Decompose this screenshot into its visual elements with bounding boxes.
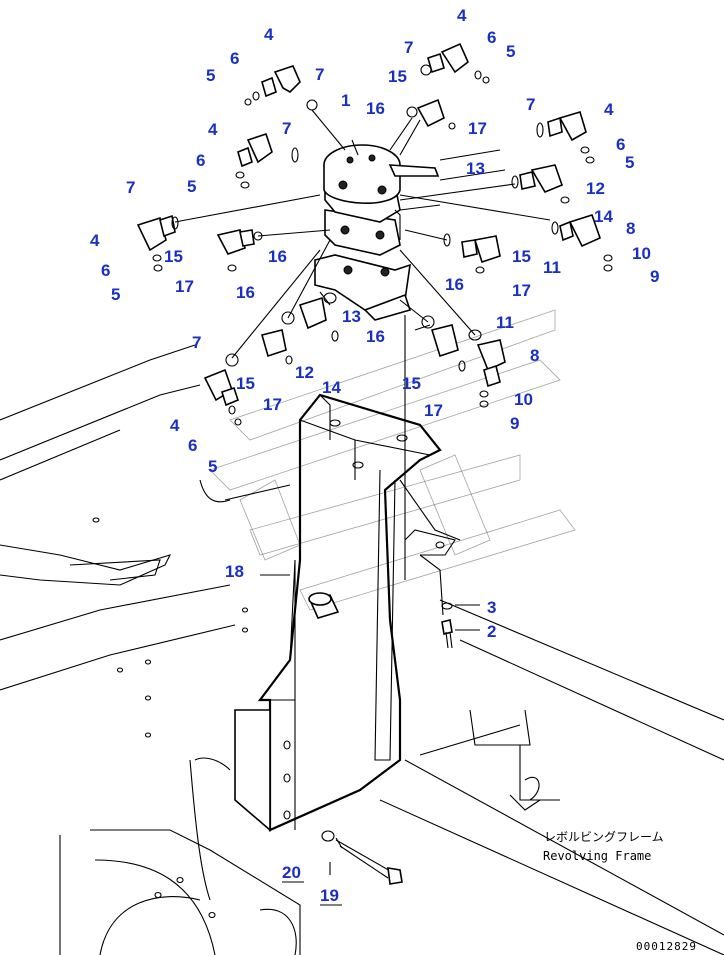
callout-15-e: 15 <box>402 374 421 393</box>
callout-20: 20 <box>282 863 301 882</box>
callout-17-e: 17 <box>424 401 443 420</box>
callout-4-a: 4 <box>264 25 274 44</box>
callout-5-d: 5 <box>625 153 634 172</box>
swivel-joint-part-1 <box>314 144 440 321</box>
callout-16-d: 16 <box>236 283 255 302</box>
callout-3: 3 <box>487 598 496 617</box>
background-watermark <box>209 309 576 611</box>
bracket-boss <box>308 592 340 619</box>
callout-5-e: 5 <box>111 285 120 304</box>
callout-12-b: 12 <box>295 363 314 382</box>
callout-6-a: 6 <box>230 49 239 68</box>
callout-16-b: 16 <box>268 247 287 266</box>
seals <box>152 64 613 426</box>
drawing-code: 00012829 <box>636 940 697 953</box>
callout-18: 18 <box>225 562 244 581</box>
callout-7-e: 7 <box>126 178 135 197</box>
callout-6-f: 6 <box>188 436 197 455</box>
callout-4-d: 4 <box>604 100 614 119</box>
callout-4-f: 4 <box>170 416 180 435</box>
callouts: 1 2 3 4 4 4 4 4 4 5 5 5 5 5 5 6 6 6 6 6 … <box>90 6 659 906</box>
frame-holes <box>92 517 249 919</box>
callout-7-a: 7 <box>315 65 324 84</box>
callout-17-d: 17 <box>263 395 282 414</box>
frame-label-english: Revolving Frame <box>543 849 651 863</box>
callout-2: 2 <box>487 622 496 641</box>
callout-11-b: 11 <box>496 313 514 332</box>
callout-19: 19 <box>320 886 339 905</box>
callout-17-b: 17 <box>175 277 194 296</box>
callout-4-b: 4 <box>457 6 467 25</box>
frame-label-japanese: レボルビングフレーム <box>544 830 664 844</box>
revolving-frame-outline <box>0 344 724 955</box>
callout-16-c: 16 <box>445 275 464 294</box>
bracket-part-18 <box>234 393 461 832</box>
leader-lines <box>174 109 551 875</box>
callout-6-b: 6 <box>487 28 496 47</box>
callout-15-c: 15 <box>512 247 531 266</box>
callout-11-a: 11 <box>543 258 561 277</box>
callout-10-b: 10 <box>514 390 533 409</box>
callout-13-b: 13 <box>342 307 361 326</box>
callout-14-a: 14 <box>594 207 613 226</box>
callout-8-a: 8 <box>626 219 635 238</box>
callout-7-c: 7 <box>282 119 291 138</box>
callout-8-b: 8 <box>530 346 539 365</box>
callout-13-a: 13 <box>466 159 485 178</box>
callout-5-b: 5 <box>506 42 515 61</box>
bolt-part-19 <box>321 830 403 885</box>
fittings <box>136 42 601 407</box>
callout-15-a: 15 <box>388 67 407 86</box>
callout-17-a: 17 <box>468 119 487 138</box>
callout-7-f: 7 <box>192 333 201 352</box>
callout-7-b: 7 <box>404 38 413 57</box>
callout-12-a: 12 <box>586 179 605 198</box>
bolt-part-2 <box>441 602 453 649</box>
callout-6-c: 6 <box>196 151 205 170</box>
callout-16-e: 16 <box>366 327 385 346</box>
callout-6-e: 6 <box>101 261 110 280</box>
callout-7-d: 7 <box>526 95 535 114</box>
callout-5-a: 5 <box>206 66 215 85</box>
callout-14-b: 14 <box>322 378 341 397</box>
callout-16-a: 16 <box>366 99 385 118</box>
callout-5-f: 5 <box>208 457 217 476</box>
callout-15-b: 15 <box>164 247 183 266</box>
callout-15-d: 15 <box>236 374 255 393</box>
callout-1: 1 <box>341 91 350 110</box>
callout-9-b: 9 <box>510 414 519 433</box>
callout-4-e: 4 <box>90 231 100 250</box>
callout-4-c: 4 <box>208 120 218 139</box>
callout-10-a: 10 <box>632 244 651 263</box>
callout-17-c: 17 <box>512 281 531 300</box>
callout-6-d: 6 <box>616 135 625 154</box>
callout-5-c: 5 <box>187 177 196 196</box>
callout-9-a: 9 <box>650 267 659 286</box>
